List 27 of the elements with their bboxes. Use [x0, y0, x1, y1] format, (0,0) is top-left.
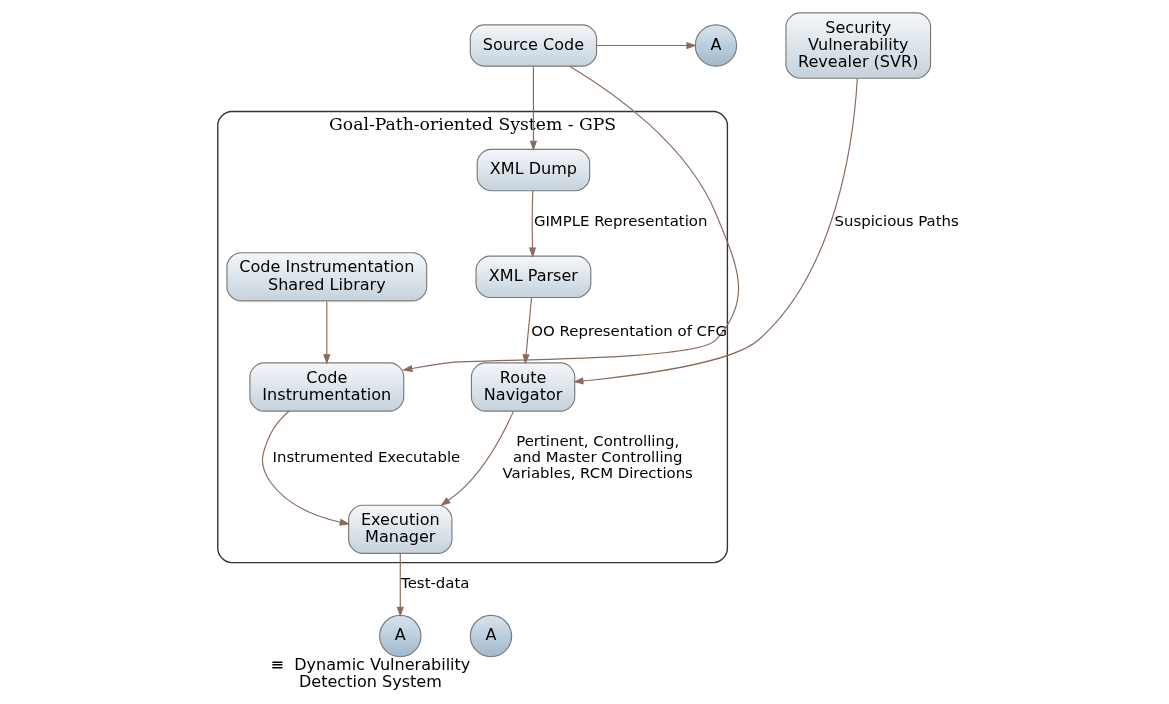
node-box: Source Code: [469, 24, 598, 67]
node-box: Execution Manager: [348, 504, 453, 554]
node-box: Code Instrumentation Shared Library: [226, 252, 428, 302]
node-circle: A: [469, 614, 513, 658]
arrow: [261, 410, 351, 526]
node-box: Code Instrumentation: [249, 362, 405, 412]
node-circle: A: [379, 614, 422, 658]
node-circle: A: [694, 24, 738, 67]
arrow: [522, 297, 533, 365]
arrow: [396, 553, 404, 618]
arrow: [440, 410, 515, 507]
edge-label: OO Representation of CFG: [531, 321, 728, 340]
arrow: [323, 300, 331, 365]
arrow: [529, 65, 538, 152]
node-box: Security Vulnerability Revealer (SVR): [785, 12, 932, 79]
arrow: [402, 65, 740, 373]
node-box: XML Dump: [476, 148, 591, 192]
edge-label: Test-data: [401, 574, 470, 593]
edge-label: Instrumented Executable: [272, 448, 461, 467]
node-box: Route Navigator: [470, 362, 576, 412]
edge-label: Suspicious Paths: [834, 211, 959, 230]
arrow: [528, 190, 537, 258]
node-box: XML Parser: [475, 255, 592, 299]
arrow: [573, 77, 858, 385]
arrow: [596, 41, 697, 50]
edge-label: GIMPLE Representation: [533, 211, 708, 230]
edge-label: Pertinent, Controlling, and Master Controlling Variables, RCM Directions: [502, 432, 693, 483]
